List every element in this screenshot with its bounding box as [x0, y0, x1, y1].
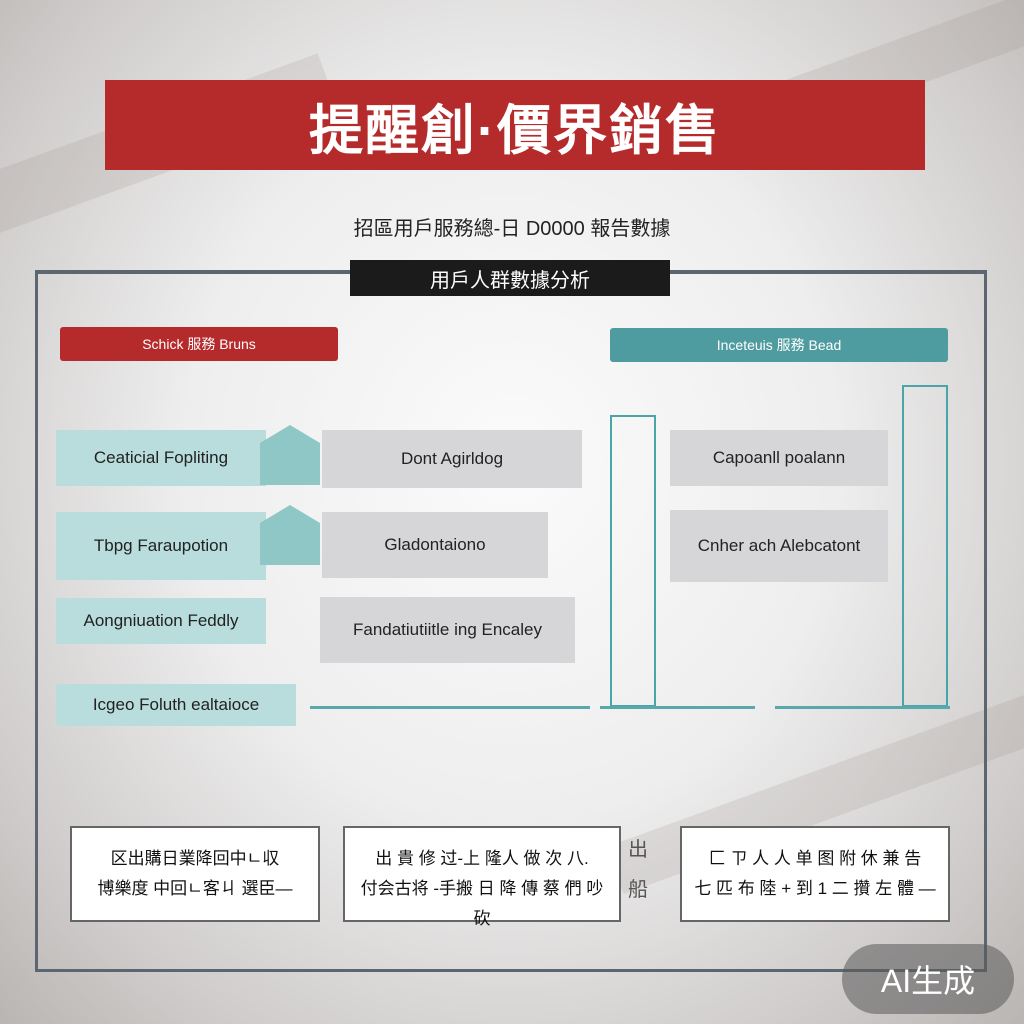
note-line: 博樂度 中回ㄴ客ㄐ 選臣—: [97, 879, 293, 898]
teal-column: [902, 385, 948, 707]
side-glyph: 出船: [628, 839, 648, 901]
title-banner: 提醒創·價界銷售: [105, 80, 925, 170]
frame-top-left: [35, 270, 350, 274]
left-item: Icgeo Foluth ealtaioce: [56, 684, 296, 726]
connector-line: [600, 706, 755, 709]
center-tag: 用戶人群數據分析: [350, 260, 670, 296]
right-header: Inceteuis 服務 Bead: [610, 328, 948, 362]
connector-line: [775, 706, 950, 709]
note-box: 出 貴 修 过-上 隆人 做 次 八. 付会古将 -手搬 日 降 傳 蔡 們 吵 …: [343, 826, 621, 928]
note-box: 匚 ㄗ 人 人 单 图 附 休 兼 告七 匹 布 陸 + 到 1 二 攢 左 體…: [680, 826, 950, 922]
mid-item: Dont Agirldog: [322, 430, 582, 488]
right-item: Cnher ach Alebcatont: [670, 510, 888, 582]
right-item: Capoanll poalann: [670, 430, 888, 486]
note-box: 区出購日業降回中ㄴ収博樂度 中回ㄴ客ㄐ 選臣—: [70, 826, 320, 922]
note-line: 匚 ㄗ 人 人 单 图 附 休 兼 告: [708, 849, 922, 868]
note-line: 出 貴 修 过-上 隆人 做 次 八.: [375, 849, 589, 868]
left-item: Aongniuation Feddly: [56, 598, 266, 644]
ai-generated-badge: AI生成: [842, 944, 1014, 1014]
note-line: 七 匹 布 陸 + 到 1 二 攢 左 體 —: [694, 879, 936, 898]
left-header: Schick 服務 Bruns: [60, 327, 338, 361]
frame-top-right: [670, 270, 987, 274]
subtitle: 招區用戶服務總-日 D0000 報告數據: [353, 218, 671, 240]
mid-item: Fandatiutiitle ing Encaley: [320, 597, 575, 663]
connector-line: [310, 706, 590, 709]
mid-item: Gladontaiono: [322, 512, 548, 578]
left-item: Tbpg Faraupotion: [56, 512, 266, 580]
diagram-frame: [35, 272, 987, 972]
teal-column: [610, 415, 656, 707]
left-item: Ceaticial Fopliting: [56, 430, 266, 486]
note-line: 付会古将 -手搬 日 降 傳 蔡 們 吵 砍: [360, 879, 604, 928]
note-line: 区出購日業降回中ㄴ収: [110, 849, 280, 868]
